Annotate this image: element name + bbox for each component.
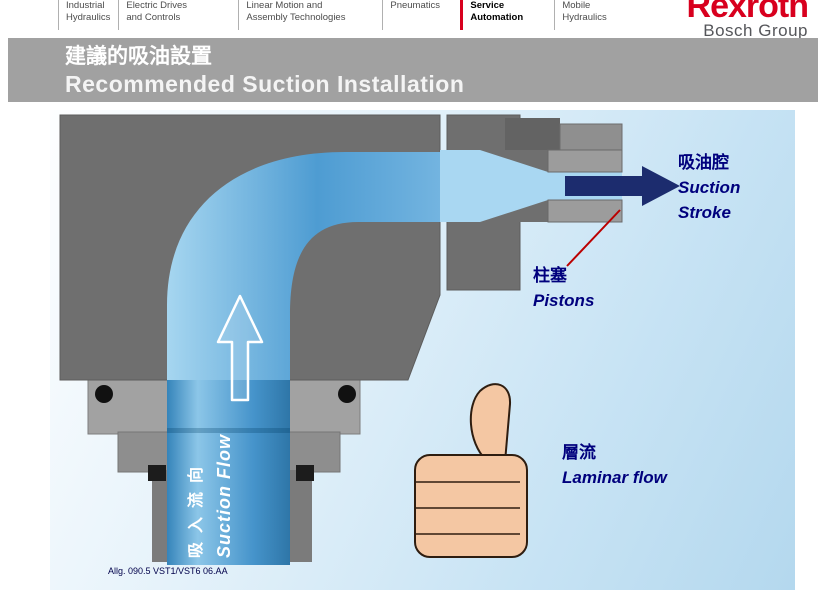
label-suction-stroke-zh: 吸油腔 bbox=[678, 153, 729, 172]
title-bar: 建議的吸油設置 Recommended Suction Installation bbox=[8, 38, 818, 102]
piston bbox=[547, 149, 623, 223]
bosch-group-label: Bosch Group bbox=[703, 21, 808, 39]
thumbs-up-icon bbox=[414, 383, 528, 558]
label-suction-stroke-en1: Suction bbox=[678, 178, 741, 197]
label-pistons-en: Pistons bbox=[533, 291, 595, 310]
product-category-bar: Industrial Hydraulics Electric Drives an… bbox=[0, 0, 818, 38]
nav-item-label: Mobile bbox=[562, 0, 591, 11]
label-pistons: 柱塞 Pistons bbox=[533, 263, 594, 313]
nav-item-label: Electric Drives bbox=[126, 0, 188, 11]
piston-pointer-line bbox=[566, 209, 621, 267]
nav-item-label: Hydraulics bbox=[562, 12, 607, 23]
label-suction-stroke: 吸油腔 Suction Stroke bbox=[678, 150, 740, 225]
nav-item-mobile-hydraulics: Mobile Hydraulics bbox=[554, 0, 650, 30]
label-flow-en: Suction Flow bbox=[214, 434, 234, 558]
nav-item-industrial-hydraulics: Industrial Hydraulics bbox=[58, 0, 118, 30]
label-pistons-zh: 柱塞 bbox=[533, 266, 567, 285]
nav-item-label: Automation bbox=[470, 12, 524, 23]
brand-block: Rexroth Bosch Group bbox=[686, 0, 809, 39]
inlet-pipe bbox=[167, 380, 290, 565]
label-suction-stroke-en2: Stroke bbox=[678, 203, 731, 222]
nav-item-label: Hydraulics bbox=[66, 12, 111, 23]
doc-reference: Allg. 090.5 VST1/VST6 06.AA bbox=[108, 566, 228, 576]
nav-item-label: and Controls bbox=[126, 12, 181, 23]
nav-item-service-automation: Service Automation bbox=[460, 0, 554, 30]
nav-item-pneumatics: Pneumatics bbox=[382, 0, 460, 30]
flange-bolt-right bbox=[296, 465, 314, 481]
pipe-joint-line bbox=[167, 428, 290, 433]
slide-title-zh: 建議的吸油設置 bbox=[65, 45, 212, 68]
nav-item-label: Pneumatics bbox=[390, 0, 440, 11]
nav-item-label: Linear Motion and bbox=[246, 0, 323, 11]
slide-title-en: Recommended Suction Installation bbox=[65, 71, 465, 97]
rexroth-logo: Rexroth bbox=[686, 0, 809, 25]
nav-item-electric-drives-and-controls: Electric Drives and Controls bbox=[118, 0, 238, 30]
diagram-panel: 吸油腔 Suction Stroke 柱塞 Pistons 層流 Laminar… bbox=[50, 110, 795, 590]
o-ring-right bbox=[338, 385, 356, 403]
product-nav: Industrial Hydraulics Electric Drives an… bbox=[58, 0, 818, 30]
o-ring-left bbox=[95, 385, 113, 403]
label-laminar-en: Laminar flow bbox=[562, 468, 667, 487]
nav-item-label: Industrial bbox=[66, 0, 105, 11]
suction-diagram bbox=[59, 114, 680, 565]
valve-seat bbox=[480, 150, 548, 222]
flange-bolt-left bbox=[148, 465, 166, 481]
flow-up-arrow-icon bbox=[216, 294, 264, 402]
suction-flow-channel bbox=[167, 152, 440, 380]
label-laminar-zh: 層流 bbox=[562, 443, 596, 462]
suction-stroke-arrow-icon bbox=[565, 166, 680, 206]
label-laminar-flow: 層流 Laminar flow bbox=[562, 440, 667, 490]
label-flow-zh: 吸入流向 bbox=[188, 457, 205, 558]
nav-item-label: Service bbox=[470, 0, 505, 11]
nav-item-label: Assembly Technologies bbox=[246, 12, 346, 23]
nav-item-linear-motion-assembly: Linear Motion and Assembly Technologies bbox=[238, 0, 382, 30]
